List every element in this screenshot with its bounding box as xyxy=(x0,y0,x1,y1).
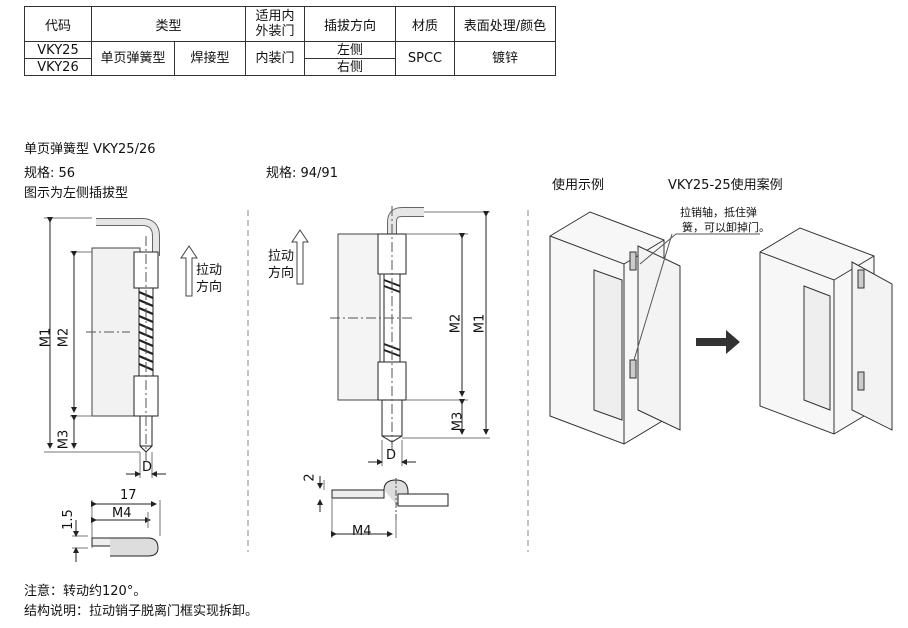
structure-text: 结构说明：拉动销子脱离门框实现拆卸。 xyxy=(24,604,259,619)
cell-code-2: VKY26 xyxy=(24,58,92,76)
cell-type-2: 焊接型 xyxy=(174,41,246,76)
mid-top-view-drawing xyxy=(317,476,449,538)
example-label: 使用示例 xyxy=(552,178,605,193)
cell-door: 内装门 xyxy=(245,41,305,76)
left-subtitle: 图示为左侧插拔型 xyxy=(24,186,129,201)
callout-line-2: 簧，可以卸掉门。 xyxy=(682,221,770,234)
mid-pull-arrow-icon xyxy=(291,229,309,285)
cell-finish: 镀锌 xyxy=(454,41,556,76)
cabinet-removed-illustration xyxy=(759,227,893,435)
header-type: 类型 xyxy=(91,6,246,42)
left-arrow-label-2: 方向 xyxy=(196,280,223,295)
cell-material: SPCC xyxy=(395,41,455,76)
section-title: 单页弹簧型 VKY25/26 xyxy=(24,142,156,157)
transition-arrow-icon xyxy=(696,330,740,354)
cell-type-1: 单页弹簧型 xyxy=(91,41,175,76)
mid-dim-d: D xyxy=(386,448,397,463)
header-direction: 插拔方向 xyxy=(304,6,396,42)
mid-arrow-label-1: 拉动 xyxy=(268,249,295,264)
case-label: VKY25-25使用案例 xyxy=(668,178,783,193)
spec-table: 代码 类型 适用内外装门 插拔方向 材质 表面处理/颜色 VKY25 单页弹簧型… xyxy=(24,6,556,76)
mid-arrow-label-2: 方向 xyxy=(268,266,295,281)
left-pull-arrow-icon xyxy=(180,245,198,297)
header-code: 代码 xyxy=(24,6,92,42)
left-dim-17: 17 xyxy=(120,488,137,503)
left-dim-d: D xyxy=(142,460,153,475)
cell-code-1: VKY25 xyxy=(24,41,92,59)
note-text: 注意：转动约120°。 xyxy=(24,584,147,599)
left-hinge-drawing xyxy=(44,217,166,478)
cabinet-open-illustration xyxy=(549,211,760,445)
left-arrow-label-1: 拉动 xyxy=(196,263,223,278)
cell-direction-2: 右侧 xyxy=(304,58,396,76)
mid-spec-label: 规格: 94/91 xyxy=(266,166,338,181)
callout-line-1: 拉销轴，抵住弹 xyxy=(680,206,757,219)
mid-hinge-drawing xyxy=(330,206,490,466)
left-spec-label: 规格: 56 xyxy=(24,166,76,181)
left-top-view-drawing xyxy=(72,500,161,562)
